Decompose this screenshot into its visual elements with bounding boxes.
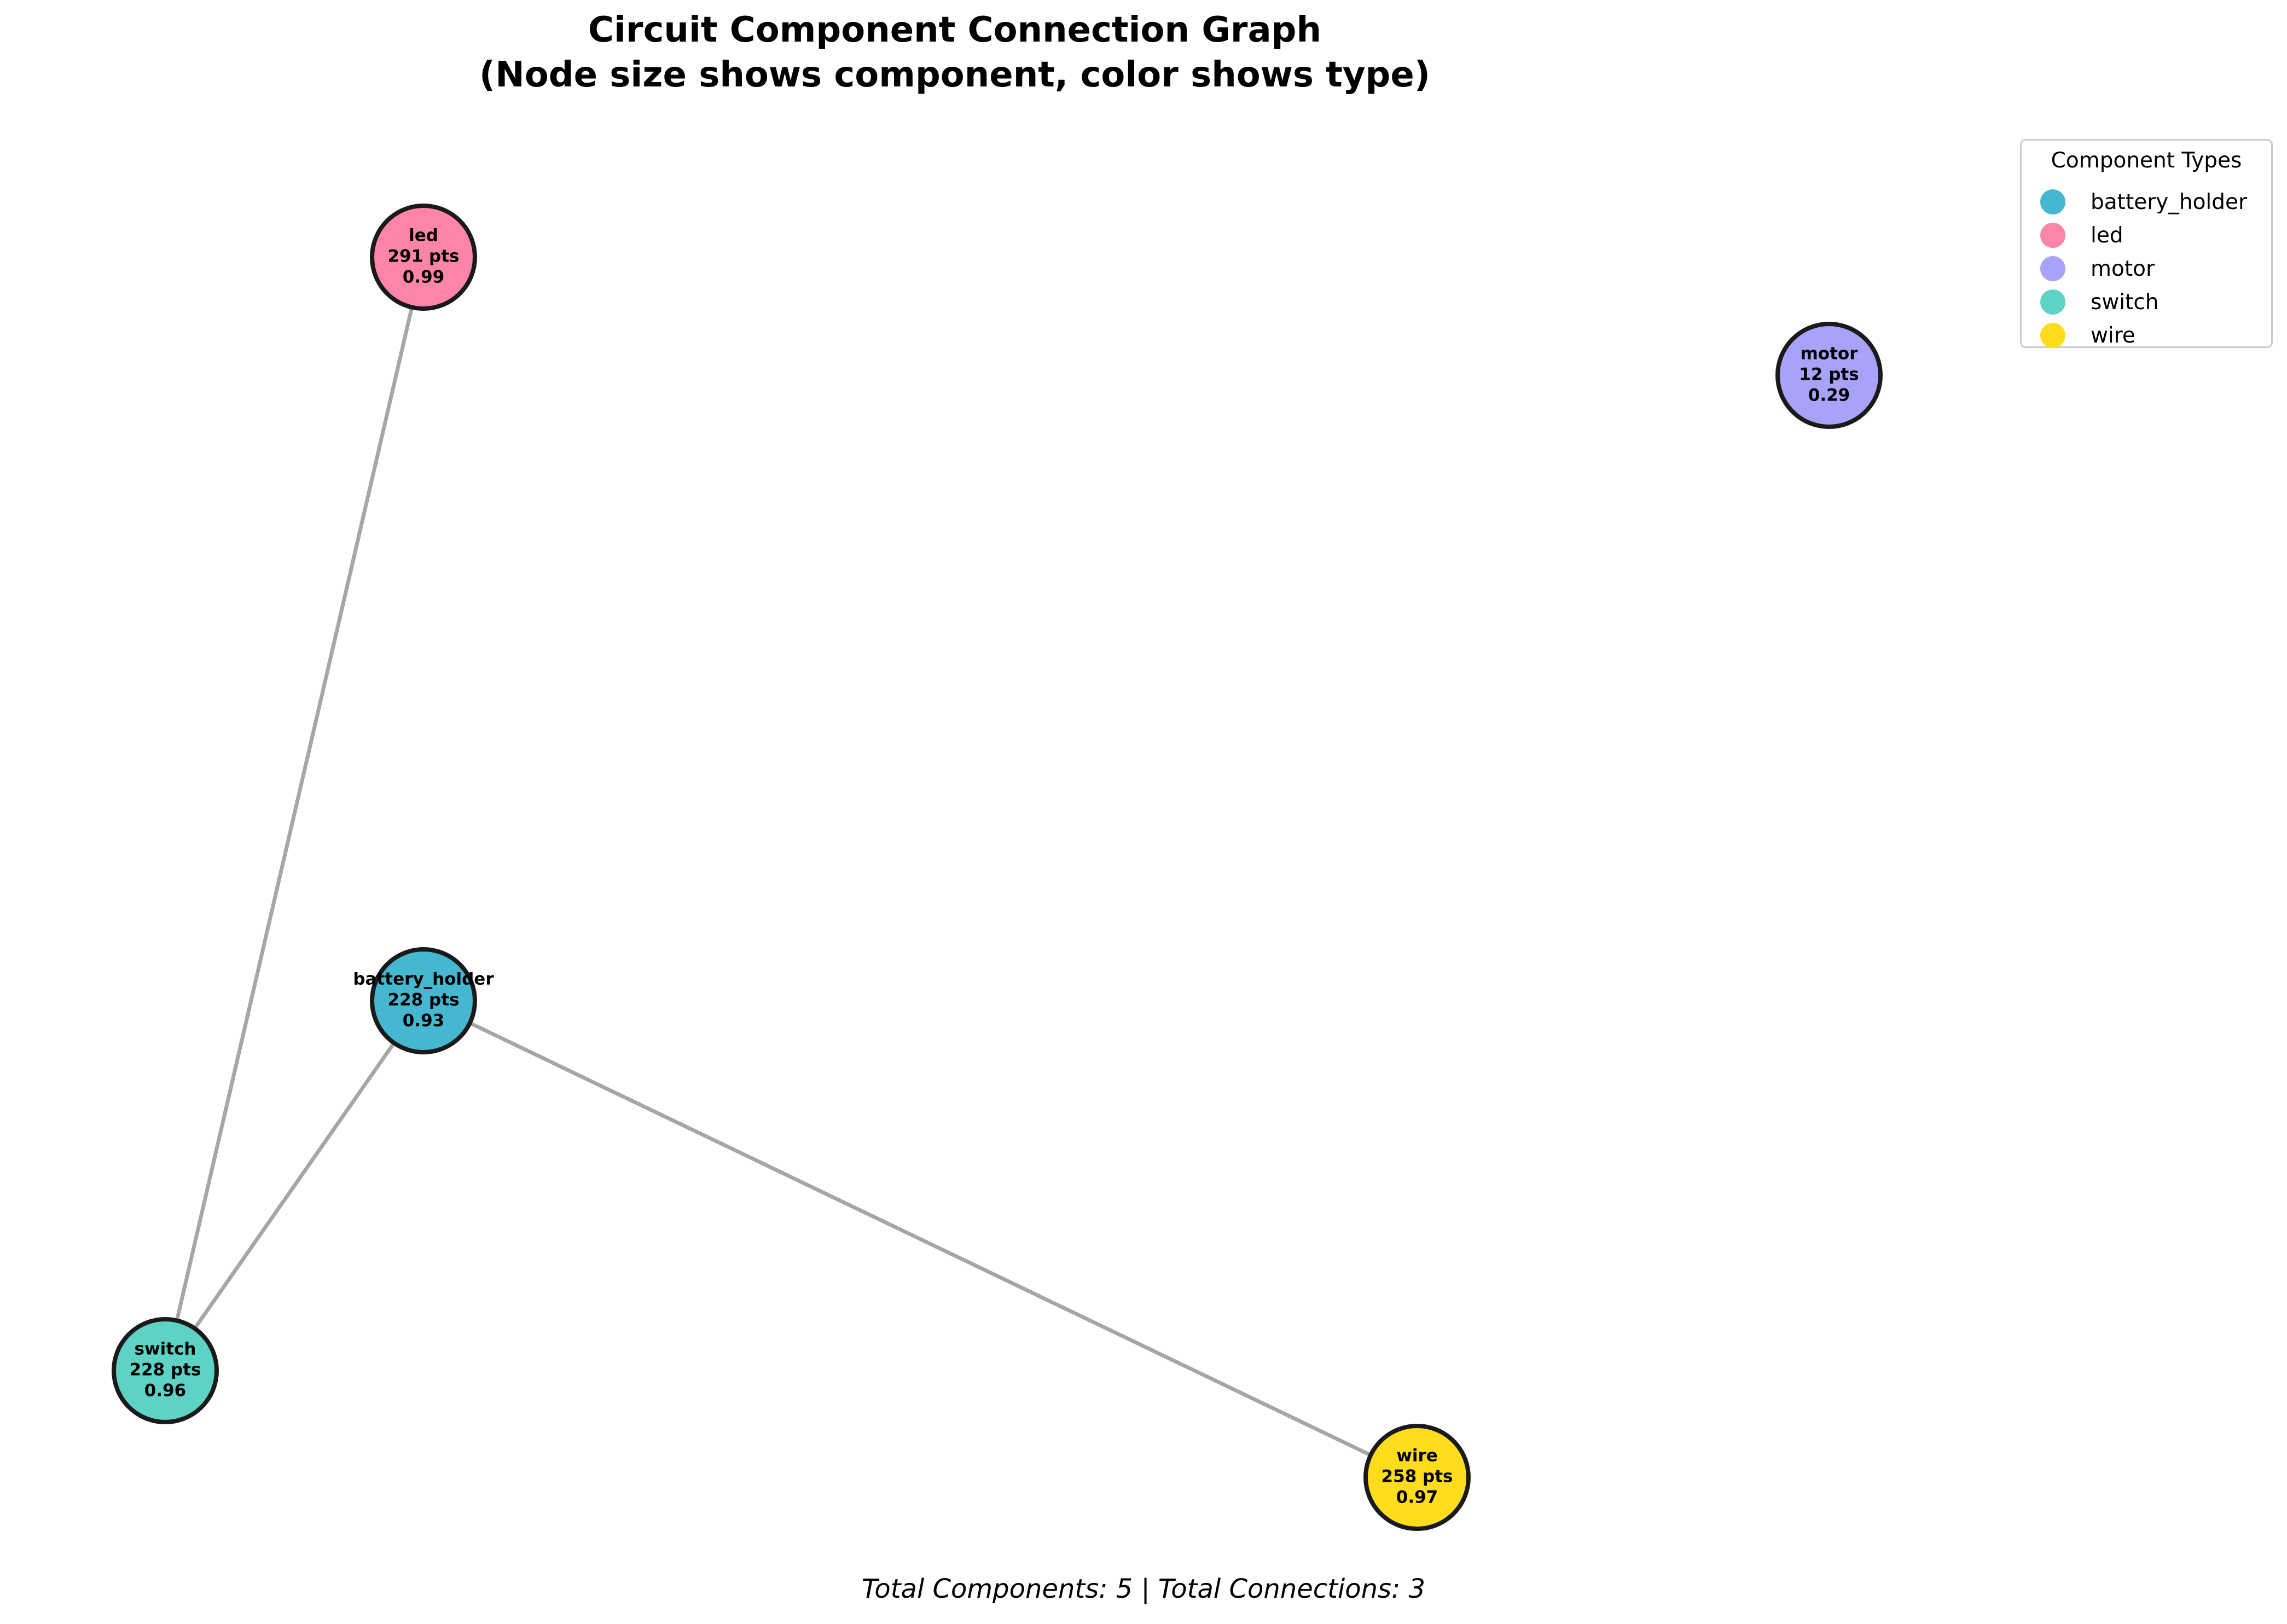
legend-label-switch: switch <box>2091 289 2159 315</box>
legend-swatch-wire <box>2040 323 2065 348</box>
node-circle-motor <box>1775 322 1883 429</box>
legend-label-motor: motor <box>2091 256 2155 281</box>
legend-item-switch: switch <box>2040 286 2159 318</box>
edge-battery-holder-wire <box>422 999 1418 1480</box>
node-points-led: 291 pts <box>388 247 460 266</box>
node-name-battery-holder: battery_holder <box>353 970 494 989</box>
legend-title: Component Types <box>2051 148 2242 173</box>
edge-battery-holder-switch <box>164 999 425 1372</box>
legend-swatch-motor <box>2040 256 2065 281</box>
node-points-battery-holder: 228 pts <box>388 990 460 1010</box>
legend-swatch-battery-holder <box>2040 189 2065 214</box>
node-circle-led <box>370 204 477 311</box>
node-name-wire: wire <box>1396 1446 1438 1466</box>
summary-footer: Total Components: 5 | Total Connections:… <box>861 1574 1426 1604</box>
node-circle-switch <box>112 1317 219 1424</box>
legend: Component Types battery_holder led motor… <box>2020 139 2273 348</box>
node-points-switch: 228 pts <box>130 1360 201 1380</box>
chart-title-line-1: Circuit Component Connection Graph <box>588 10 1321 50</box>
chart-title: Circuit Component Connection Graph (Node… <box>0 8 1909 97</box>
legend-label-wire: wire <box>2091 323 2135 348</box>
node-score-wire: 0.97 <box>1396 1488 1438 1507</box>
node-name-led: led <box>409 226 438 246</box>
legend-item-led: led <box>2040 219 2123 252</box>
node-points-motor: 12 pts <box>1799 365 1859 385</box>
node-score-motor: 0.29 <box>1808 386 1850 405</box>
legend-label-battery-holder: battery_holder <box>2091 189 2248 214</box>
legend-label-led: led <box>2091 223 2123 248</box>
node-score-led: 0.99 <box>403 268 445 287</box>
node-score-battery-holder: 0.93 <box>403 1011 445 1031</box>
edges-layer <box>163 257 1418 1480</box>
node-points-wire: 258 pts <box>1382 1467 1453 1487</box>
chart-title-line-2: (Node size shows component, color shows … <box>479 55 1431 95</box>
legend-swatch-led <box>2040 223 2065 248</box>
node-name-motor: motor <box>1800 344 1858 364</box>
node-score-switch: 0.96 <box>144 1381 187 1401</box>
node-circle-wire <box>1363 1424 1471 1531</box>
edge-led-switch <box>163 257 426 1371</box>
node-name-switch: switch <box>135 1339 196 1359</box>
legend-item-battery-holder: battery_holder <box>2040 185 2247 218</box>
legend-item-wire: wire <box>2040 319 2135 352</box>
legend-item-motor: motor <box>2040 252 2155 285</box>
legend-swatch-switch <box>2040 289 2065 315</box>
node-circle-battery-holder <box>370 947 477 1054</box>
